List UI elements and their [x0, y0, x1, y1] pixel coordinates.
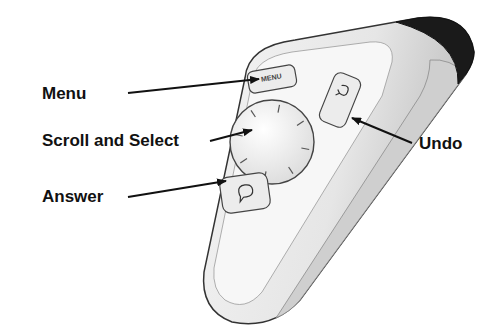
dial-tick	[289, 167, 293, 174]
part-label: Scroll and Select	[42, 132, 179, 149]
dial-tick	[297, 121, 304, 125]
leader-arrow	[352, 118, 412, 143]
remote-cap	[396, 17, 474, 84]
dial-tick	[278, 105, 280, 113]
dial-tick	[301, 148, 309, 150]
dial-ticks	[235, 105, 309, 179]
remote-body	[204, 17, 474, 323]
leader-arrow	[210, 130, 252, 141]
leader-arrow	[128, 79, 259, 93]
scroll-dial	[230, 100, 314, 184]
undo-icon	[336, 84, 350, 99]
part-label: Undo	[419, 135, 462, 152]
part-label: Menu	[42, 85, 86, 102]
leader-arrow	[128, 181, 226, 197]
answer-button	[219, 172, 272, 214]
answer-icon	[238, 184, 254, 202]
dial-tick	[251, 110, 255, 117]
part-label: Answer	[42, 188, 103, 205]
dial-tick	[240, 159, 247, 163]
